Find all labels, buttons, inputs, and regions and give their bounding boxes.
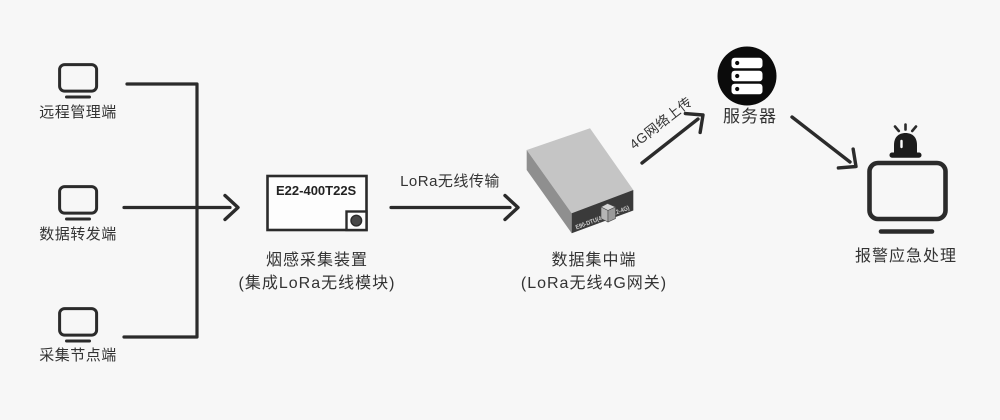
gateway-caption: 数据集中端 (LoRa无线4G网关) — [484, 249, 704, 295]
client-bracket-line — [122, 82, 199, 339]
module-chip-label: E22-400T22S — [276, 183, 357, 198]
module-caption-line2: (集成LoRa无线模块) — [238, 275, 396, 292]
gateway-caption-line2: (LoRa无线4G网关) — [520, 275, 668, 292]
module-caption: 烟感采集装置 (集成LoRa无线模块) — [207, 249, 427, 295]
gateway-caption-line1: 数据集中端 — [551, 252, 637, 269]
alarm-label: 报警应急处理 — [854, 248, 957, 265]
server-icon — [717, 46, 777, 106]
lora-arrow — [389, 193, 520, 222]
alarm-monitor-icon — [867, 160, 948, 234]
module-caption-line1: 烟感采集装置 — [265, 252, 368, 269]
node-label-remote-management: 远程管理端 — [39, 104, 117, 121]
lora-link-label: LoRa无线传输 — [400, 173, 500, 190]
monitor-icon — [58, 63, 99, 99]
gateway-antenna-knob — [600, 203, 617, 223]
lora-module-box — [266, 174, 368, 232]
4g-upload-arrow — [640, 103, 713, 165]
bracket-to-module-arrow — [122, 193, 240, 222]
server-to-alarm-arrow — [790, 115, 866, 178]
antenna-connector — [350, 214, 363, 227]
siren-icon — [889, 123, 922, 158]
monitor-icon — [58, 185, 99, 221]
node-label-collection-node: 采集节点端 — [39, 347, 117, 364]
node-label-data-forwarding: 数据转发端 — [39, 226, 117, 243]
monitor-icon — [58, 307, 99, 343]
server-label: 服务器 — [723, 107, 777, 126]
